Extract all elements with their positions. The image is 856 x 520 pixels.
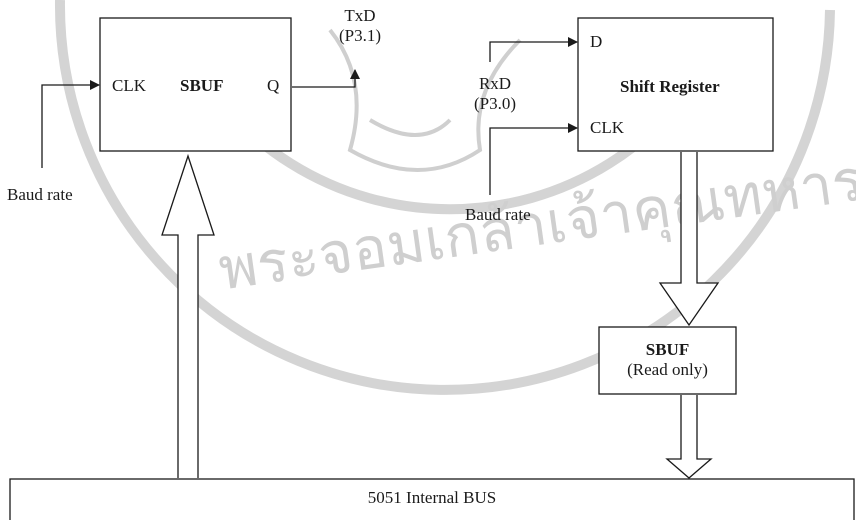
txd-name: TxD	[330, 6, 390, 26]
sbuf-to-bus-arrow	[667, 395, 711, 478]
txd-line	[292, 70, 355, 87]
shift-register-to-sbuf-arrow	[660, 152, 718, 325]
transmit-sbuf-label: SBUF	[180, 76, 223, 96]
rxd-label: RxD (P3.0)	[465, 74, 525, 114]
receive-sbuf-label: SBUF	[599, 340, 736, 360]
rxd-pin: (P3.0)	[465, 94, 525, 114]
shift-register-clk-label: CLK	[590, 118, 624, 138]
receive-baud-rate-label: Baud rate	[465, 205, 531, 225]
transmit-baud-rate-label: Baud rate	[7, 185, 73, 205]
internal-bus-label: 5051 Internal BUS	[10, 488, 854, 508]
receive-baud-line	[490, 128, 577, 195]
transmit-clk-label: CLK	[112, 76, 146, 96]
txd-pin: (P3.1)	[330, 26, 390, 46]
receive-sbuf-text: SBUF (Read only)	[599, 340, 736, 380]
transmit-baud-line	[42, 85, 99, 168]
transmit-q-label: Q	[267, 76, 279, 96]
shift-register-label: Shift Register	[620, 77, 720, 97]
receive-sbuf-note: (Read only)	[599, 360, 736, 380]
txd-label: TxD (P3.1)	[330, 6, 390, 46]
shift-register-d-label: D	[590, 32, 602, 52]
rxd-line	[490, 42, 577, 62]
rxd-name: RxD	[465, 74, 525, 94]
bus-to-transmit-sbuf-arrow	[162, 156, 214, 478]
